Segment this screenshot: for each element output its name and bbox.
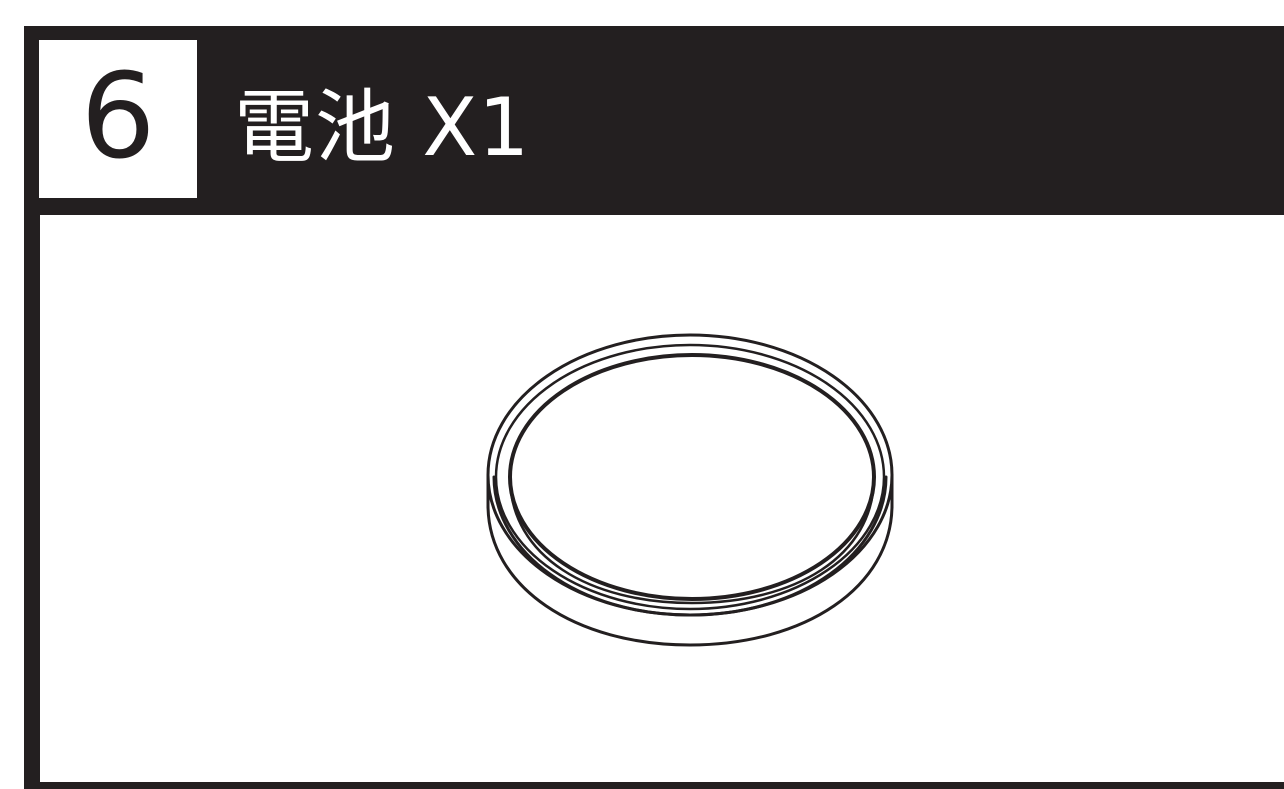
step-number: 6 <box>80 47 156 185</box>
illustration-frame <box>24 215 1284 789</box>
step-number-box: 6 <box>39 40 197 198</box>
battery-center-cap <box>508 353 876 601</box>
step-header: 6 電池 X1 <box>24 26 1284 215</box>
battery-top-outer <box>486 333 894 617</box>
battery-top-rim <box>494 343 886 611</box>
battery-cap-shadow <box>508 475 876 605</box>
battery-bottom-edge <box>486 503 894 647</box>
step-title: 電池 X1 <box>234 81 531 174</box>
battery-bottom-rim <box>492 475 888 617</box>
step-panel: 6 電池 X1 <box>24 26 1284 789</box>
coin-battery-icon <box>486 333 894 647</box>
